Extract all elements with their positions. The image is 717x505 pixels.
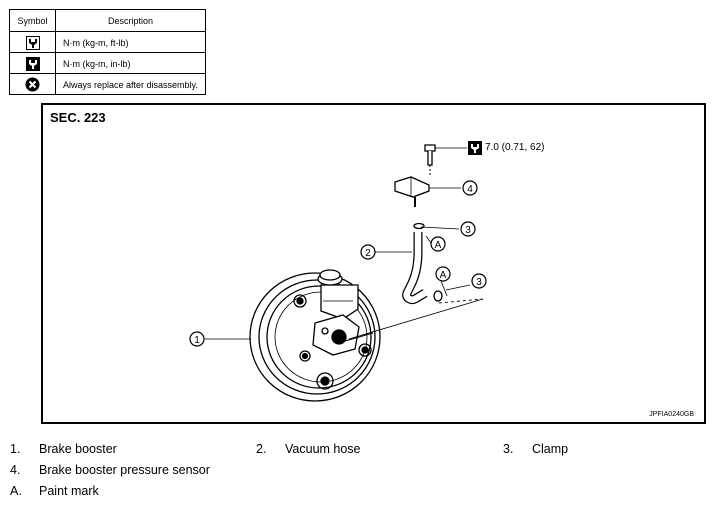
symbol-header-cell: Symbol (10, 10, 56, 31)
callout-a-lower: A (435, 266, 451, 282)
callout-2: 2 (360, 244, 376, 260)
legend-number: 3. (503, 442, 514, 456)
figure-id: JPFIA0240GB (649, 411, 694, 418)
diagram-drawing: 1 2 3 3 4 A A (189, 141, 487, 402)
svg-text:2: 2 (365, 248, 371, 259)
callout-a-upper: A (430, 236, 446, 252)
section-label: SEC. 223 (50, 110, 106, 125)
legend-number: A. (10, 484, 22, 498)
legend-number: 1. (10, 442, 21, 456)
legend-text: Vacuum hose (285, 442, 361, 456)
torque-wrench-icon (468, 141, 482, 155)
legend-text: Clamp (532, 442, 569, 456)
legend-number: 4. (10, 463, 21, 477)
svg-text:A: A (435, 240, 442, 251)
svg-text:1: 1 (194, 335, 200, 346)
symbol-description: Always replace after disassembly. (63, 79, 198, 90)
torque-value: 7.0 (0.71, 62) (485, 142, 545, 153)
callout-1: 1 (189, 331, 205, 347)
legend-text: Brake booster (39, 442, 117, 456)
brake-booster-diagram: SEC. 223 (41, 103, 706, 424)
callout-4: 4 (462, 180, 478, 196)
torque-wrench-icon (10, 32, 56, 53)
symbol-table-row: N·m (kg-m, ft-lb) (10, 31, 205, 53)
callout-3-lower: 3 (471, 273, 487, 289)
callout-3-upper: 3 (460, 221, 476, 237)
symbol-table-header: Symbol Description (10, 10, 205, 31)
description-header-cell: Description (107, 15, 154, 26)
symbol-description: N·m (kg-m, in-lb) (63, 58, 131, 69)
symbol-table: Symbol Description N·m (kg-m, ft-lb) N·m… (9, 9, 206, 95)
symbol-description: N·m (kg-m, ft-lb) (63, 37, 129, 48)
svg-text:3: 3 (465, 225, 471, 236)
svg-text:A: A (440, 270, 447, 281)
booster-outer-shell (249, 272, 381, 402)
replace-icon (10, 74, 56, 95)
svg-text:4: 4 (467, 184, 473, 195)
legend-text: Paint mark (39, 484, 99, 498)
symbol-table-row: N·m (kg-m, in-lb) (10, 52, 205, 74)
legend-number: 2. (256, 442, 267, 456)
svg-text:3: 3 (476, 277, 482, 288)
symbol-table-row: Always replace after disassembly. (10, 73, 205, 95)
torque-wrench-inlb-icon (10, 53, 56, 74)
legend-text: Brake booster pressure sensor (39, 463, 210, 477)
